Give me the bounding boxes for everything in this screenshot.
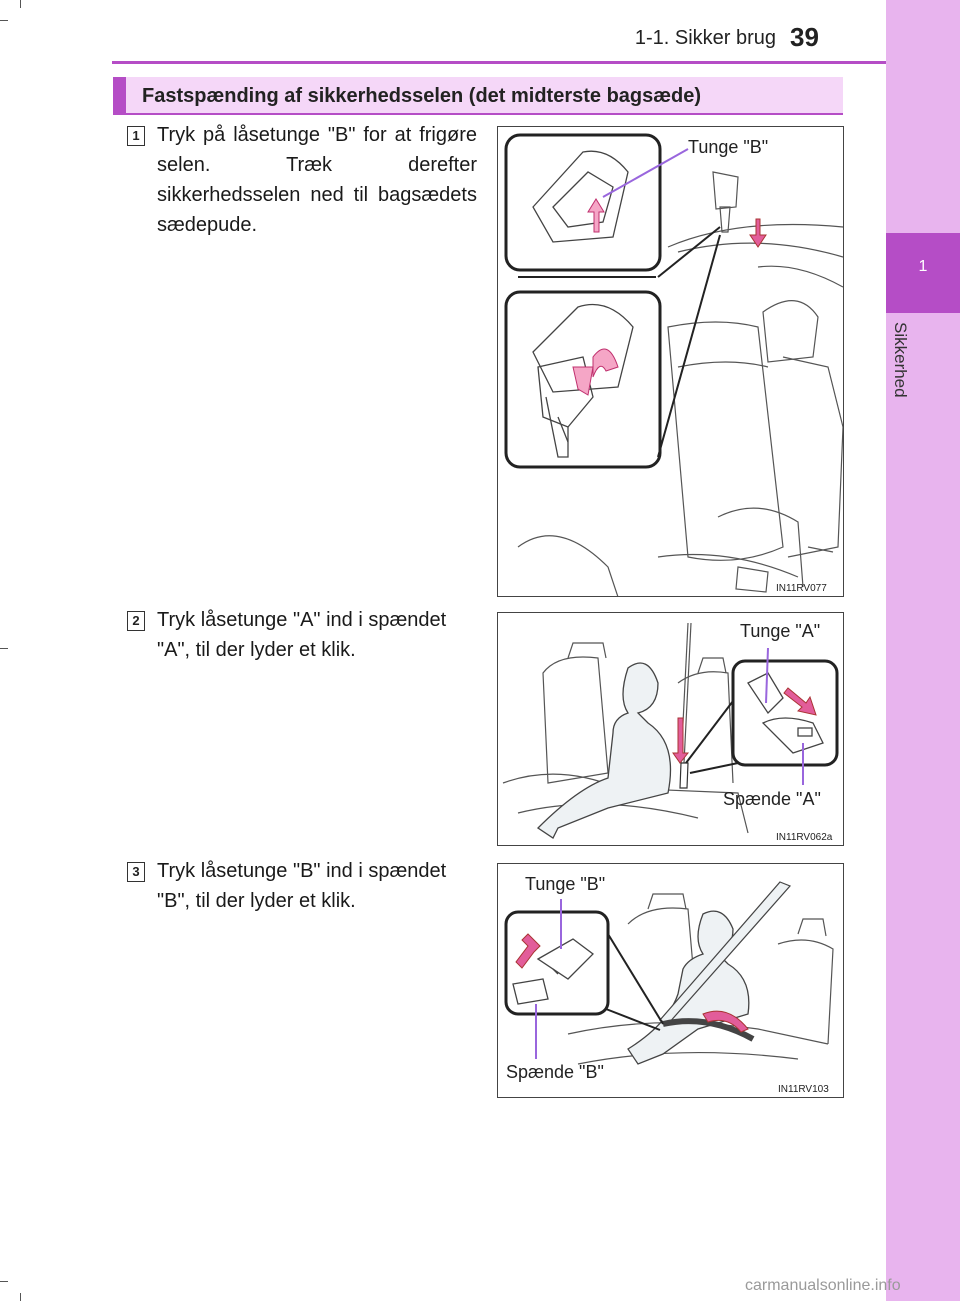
crop-mark [20, 1293, 21, 1301]
callout-tongue-a: Tunge "A" [740, 621, 821, 641]
figure-release-tongue-b: Tunge "B" IN11RV077 [497, 126, 844, 597]
section-title-bar: Fastspænding af sikkerhedsselen (det mid… [113, 77, 843, 115]
figure-code: IN11RV062a [776, 832, 833, 843]
crop-mark [0, 20, 8, 21]
figure-illustration [504, 133, 843, 596]
figure-illustration [504, 881, 834, 1065]
chapter-label-text: Sikkerhed [891, 322, 910, 398]
crop-mark [0, 648, 8, 649]
step-text: Tryk låsetunge "B" ind i spændet "B", ti… [157, 860, 447, 912]
chapter-number: 1 [918, 258, 928, 275]
callout-tongue-b: Tunge "B" [688, 137, 769, 157]
running-header-section: 1-1. Sikker brug [634, 27, 776, 49]
chapter-tab-active[interactable] [886, 233, 960, 313]
callout-buckle-b: Spænde "B" [506, 1062, 604, 1082]
figure-insert-tongue-b: Tunge "B" Spænde "B" IN11RV103 [497, 863, 844, 1098]
watermark: carmanualsonline.info [745, 1277, 901, 1294]
header-rule [112, 61, 886, 64]
step-text: Tryk låsetunge "A" ind i spændet "A", ti… [157, 609, 447, 661]
section-title: Fastspænding af sikkerhedsselen (det mid… [142, 85, 702, 107]
step-text: Tryk på låsetunge "B" for at frigøre sel… [157, 124, 477, 236]
step-number: 3 [127, 862, 145, 882]
crop-mark [20, 0, 21, 8]
crop-mark [0, 1281, 8, 1282]
step-number: 2 [127, 611, 145, 631]
callout-tongue-b: Tunge "B" [525, 874, 606, 894]
callout-buckle-a: Spænde "A" [723, 789, 821, 809]
chapter-label: Sikkerhed [890, 322, 920, 422]
figure-illustration [502, 622, 839, 839]
step-number: 1 [127, 126, 145, 146]
page-number: 39 [790, 22, 819, 52]
figure-code: IN11RV077 [776, 583, 827, 594]
chapter-tab-strip [886, 0, 960, 1301]
figure-code: IN11RV103 [778, 1084, 829, 1095]
figure-insert-tongue-a: Tunge "A" Spænde "A" IN11RV062a [497, 612, 844, 846]
